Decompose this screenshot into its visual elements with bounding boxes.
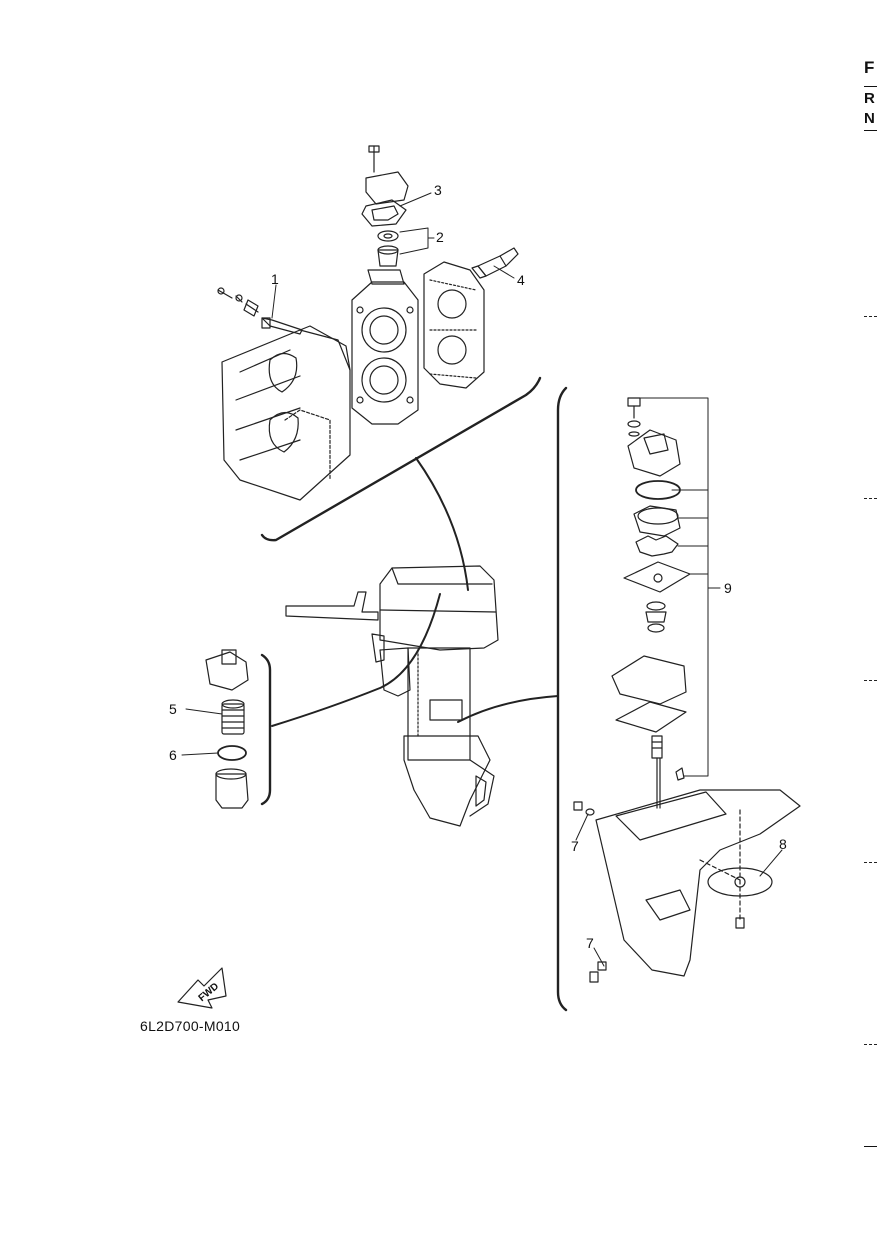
edge-letter-f: F xyxy=(864,58,875,77)
outboard-motor xyxy=(285,565,499,827)
part-6-o-ring xyxy=(217,745,247,761)
edge-tick xyxy=(864,498,877,499)
edge-tick xyxy=(864,316,877,317)
head-gasket xyxy=(423,261,485,389)
callout-5: 5 xyxy=(169,701,177,717)
part-8-trim-disc xyxy=(707,867,773,897)
part-3-thermostat-cover xyxy=(361,145,409,227)
callout-3: 3 xyxy=(434,182,442,198)
cylinder-block xyxy=(221,325,351,501)
edge-letter-n: N xyxy=(864,110,875,127)
top-bracket xyxy=(260,376,542,542)
diagram-code: 6L2D700-M010 xyxy=(140,1018,241,1034)
edge-rule xyxy=(864,1146,877,1147)
part-1-bolt xyxy=(217,287,303,335)
callout-7a: 7 xyxy=(571,838,579,854)
right-bracket xyxy=(556,386,568,1012)
edge-rule xyxy=(864,130,877,131)
top-leaders xyxy=(271,192,515,319)
callout-6: 6 xyxy=(169,747,177,763)
callout-1: 1 xyxy=(271,271,279,287)
callout-8: 8 xyxy=(779,836,787,852)
edge-tick xyxy=(864,680,877,681)
callout-4: 4 xyxy=(517,272,525,288)
lower-unit-parts xyxy=(556,386,801,1012)
edge-tick xyxy=(864,1044,877,1045)
callout-2: 2 xyxy=(436,229,444,245)
edge-letter-r: R xyxy=(864,90,875,107)
callout-7b: 7 xyxy=(586,935,594,951)
powerhead-parts xyxy=(217,145,542,542)
edge-tick xyxy=(864,862,877,863)
left-parts xyxy=(181,649,272,809)
part-4-sensor xyxy=(471,247,519,279)
edge-rule xyxy=(864,86,877,87)
cylinder-head xyxy=(351,269,419,425)
left-bracket xyxy=(260,653,272,806)
part-2-thermostat xyxy=(377,230,399,267)
callout-numbers: 1 2 3 4 5 6 7 7 8 9 xyxy=(169,182,787,951)
fwd-arrow-icon: FWD xyxy=(177,967,227,1009)
callout-9: 9 xyxy=(724,580,732,596)
part-5-filter xyxy=(221,699,245,735)
connector-lines xyxy=(271,457,559,727)
